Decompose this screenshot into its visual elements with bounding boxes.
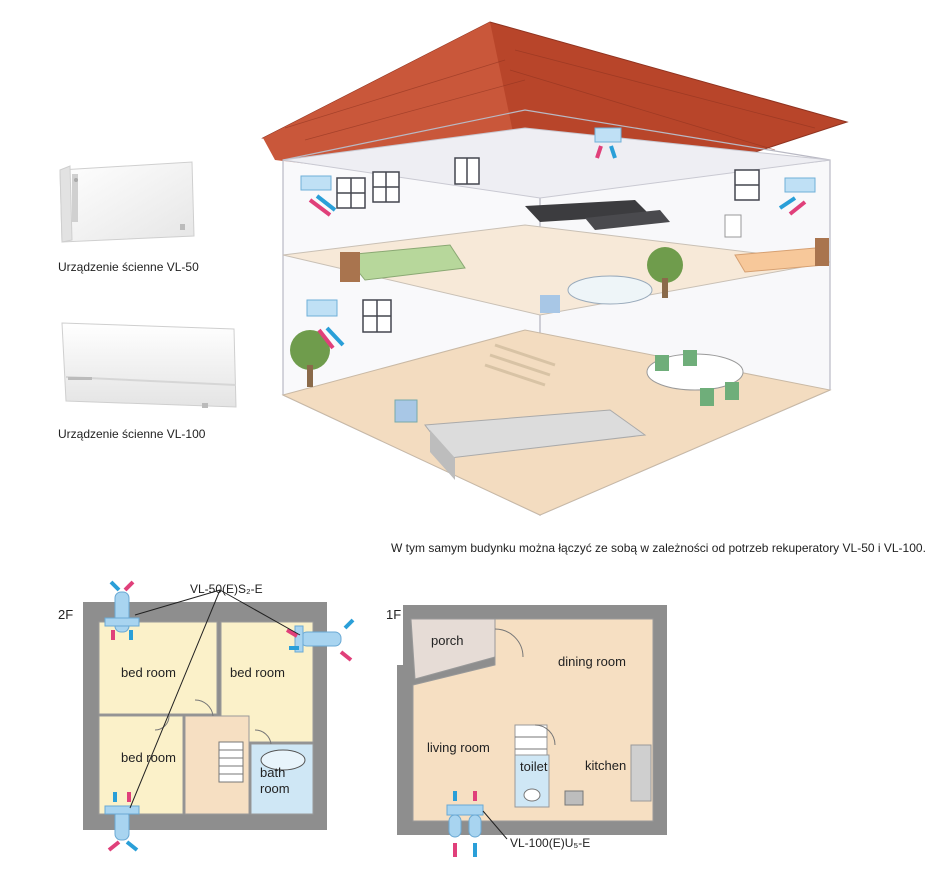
room-label-living: living room (427, 740, 490, 755)
leader-line-1f (482, 810, 508, 840)
unit-2f-bottom (104, 792, 140, 852)
room-label-bedroom-2: bed room (230, 665, 285, 680)
room-label-dining: dining room (558, 654, 626, 669)
floorplan-2f (83, 580, 355, 852)
room-porch (410, 618, 496, 680)
unit-2f-top (104, 580, 140, 640)
model-2f-label: VL-50(E)S₂-E (190, 582, 263, 596)
wall-unit-2f-left (300, 175, 337, 217)
door-arc-stairs (534, 724, 556, 746)
door-arcs-2f (154, 699, 272, 745)
room-label-kitchen: kitchen (585, 758, 627, 773)
vl100-unit-image (61, 322, 237, 408)
room-label-bedroom-1: bed room (121, 665, 176, 680)
second-floor-furniture (340, 200, 829, 313)
windows (336, 157, 760, 333)
bathtub (260, 749, 306, 771)
room-bedroom-3 (98, 715, 184, 815)
house-illustration (261, 21, 849, 516)
toilet-bowl (523, 788, 541, 802)
room-label-bedroom-3: bed room (121, 750, 176, 765)
wall-unit-1f (306, 299, 345, 350)
floorplan-1f (397, 605, 667, 857)
kitchen-counter (630, 744, 652, 802)
stairs-2f (218, 741, 244, 783)
room-label-porch: porch (431, 633, 464, 648)
room-bedroom-1 (98, 621, 218, 715)
wall-unit-2f-roof (594, 127, 622, 159)
leader-lines-2f (129, 589, 301, 809)
room-label-bath: bath room (260, 765, 290, 796)
vl100-caption: Urządzenie ścienne VL-100 (58, 427, 206, 441)
model-1f-label: VL-100(E)U₅-E (510, 836, 591, 850)
vl50-caption: Urządzenie ścienne VL-50 (58, 260, 199, 274)
stove (564, 790, 584, 806)
unit-1f (446, 791, 484, 857)
first-floor-furniture (290, 330, 744, 480)
house-caption: W tym samym budynku można łączyć ze sobą… (391, 541, 926, 555)
floor-2f-label: 2F (58, 607, 74, 622)
wall-unit-2f-right (778, 177, 816, 216)
floor-1f-label: 1F (386, 607, 402, 622)
room-label-toilet: toilet (520, 759, 548, 774)
door-arc-porch (494, 628, 524, 658)
vl50-unit-image (59, 161, 195, 243)
unit-2f-right (285, 618, 355, 662)
